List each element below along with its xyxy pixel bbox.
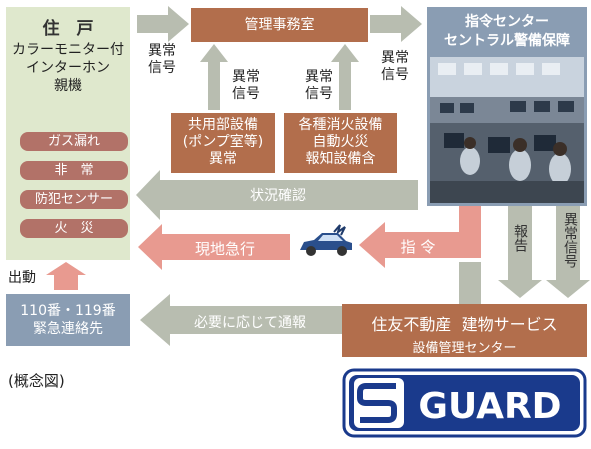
- management-office-title: 管理事務室: [244, 17, 315, 33]
- intercom-line3: 親機: [54, 78, 82, 94]
- signal-label-common: 異常 信号: [232, 69, 260, 102]
- patrol-car-icon: [300, 224, 352, 256]
- dispatch-label: 出動: [8, 270, 36, 286]
- alarm-emergency: 非 常: [20, 161, 128, 180]
- facility-center-line2: 設備管理センター: [412, 341, 517, 356]
- fire-equipment-box: 各種消火設備 自動火災 報知設備含: [284, 113, 397, 173]
- arrow-residence-to-office: [137, 6, 189, 42]
- management-office-box: 管理事務室: [191, 8, 368, 42]
- command-label: 指 令: [400, 238, 436, 256]
- report-label: 報告: [512, 224, 528, 252]
- arrow-command: [359, 206, 481, 268]
- command-center-title: 指令センター セントラル警備保障: [444, 14, 570, 49]
- sguard-logo-text: GUARD: [418, 386, 561, 427]
- arrow-signal-down: [546, 206, 590, 298]
- intercom-line1: カラーモニター付: [12, 42, 124, 58]
- alarm-gas-leak: ガス漏れ: [20, 132, 128, 151]
- rush-to-site-label: 現地急行: [194, 240, 255, 258]
- signal-label-fire: 異常 信号: [305, 69, 333, 102]
- alarm-security-sensor: 防犯センサー: [20, 190, 128, 209]
- alarm-fire: 火 災: [20, 219, 128, 238]
- facility-center-line1: 住友不動産 建物サービス: [371, 315, 558, 334]
- notify-if-needed-label: 必要に応じて通報: [194, 315, 306, 331]
- diagram-caption: (概念図): [8, 372, 65, 390]
- residence-box: 住 戸 カラーモニター付 インターホン 親機 ガス漏れ 非 常 防犯センサー 火…: [6, 7, 130, 260]
- intercom-line2: インターホン: [26, 60, 110, 76]
- arrow-rush: [138, 224, 290, 270]
- control-room-photo: [430, 57, 584, 203]
- status-check-label: 状況確認: [250, 188, 306, 204]
- arrow-status-check: [136, 170, 418, 220]
- emergency-contacts-box: 110番・119番 緊急連絡先: [6, 294, 130, 346]
- command-center-box: 指令センター セントラル警備保障: [427, 7, 587, 206]
- arrow-common-up: [200, 44, 228, 110]
- arrow-dispatch-up: [46, 262, 86, 290]
- signal-label-left: 異常 信号: [148, 43, 176, 76]
- common-equipment-box: 共用部設備 (ポンプ室等) 異常: [171, 113, 275, 173]
- arrow-fire-up: [331, 44, 359, 110]
- residence-title: 住 戸: [42, 19, 94, 39]
- intercom-label: カラーモニター付 インターホン 親機: [6, 41, 130, 95]
- arrow-report-down: [498, 206, 542, 298]
- anomaly-signal-vertical-label: 異常信号: [562, 212, 578, 268]
- sguard-logo: GUARD: [342, 368, 587, 438]
- facility-center-box: 住友不動産 建物サービス 設備管理センター: [342, 304, 587, 357]
- sguard-logo-art: GUARD: [342, 368, 587, 438]
- signal-label-right: 異常 信号: [381, 50, 409, 83]
- arrow-office-to-center: [370, 6, 422, 42]
